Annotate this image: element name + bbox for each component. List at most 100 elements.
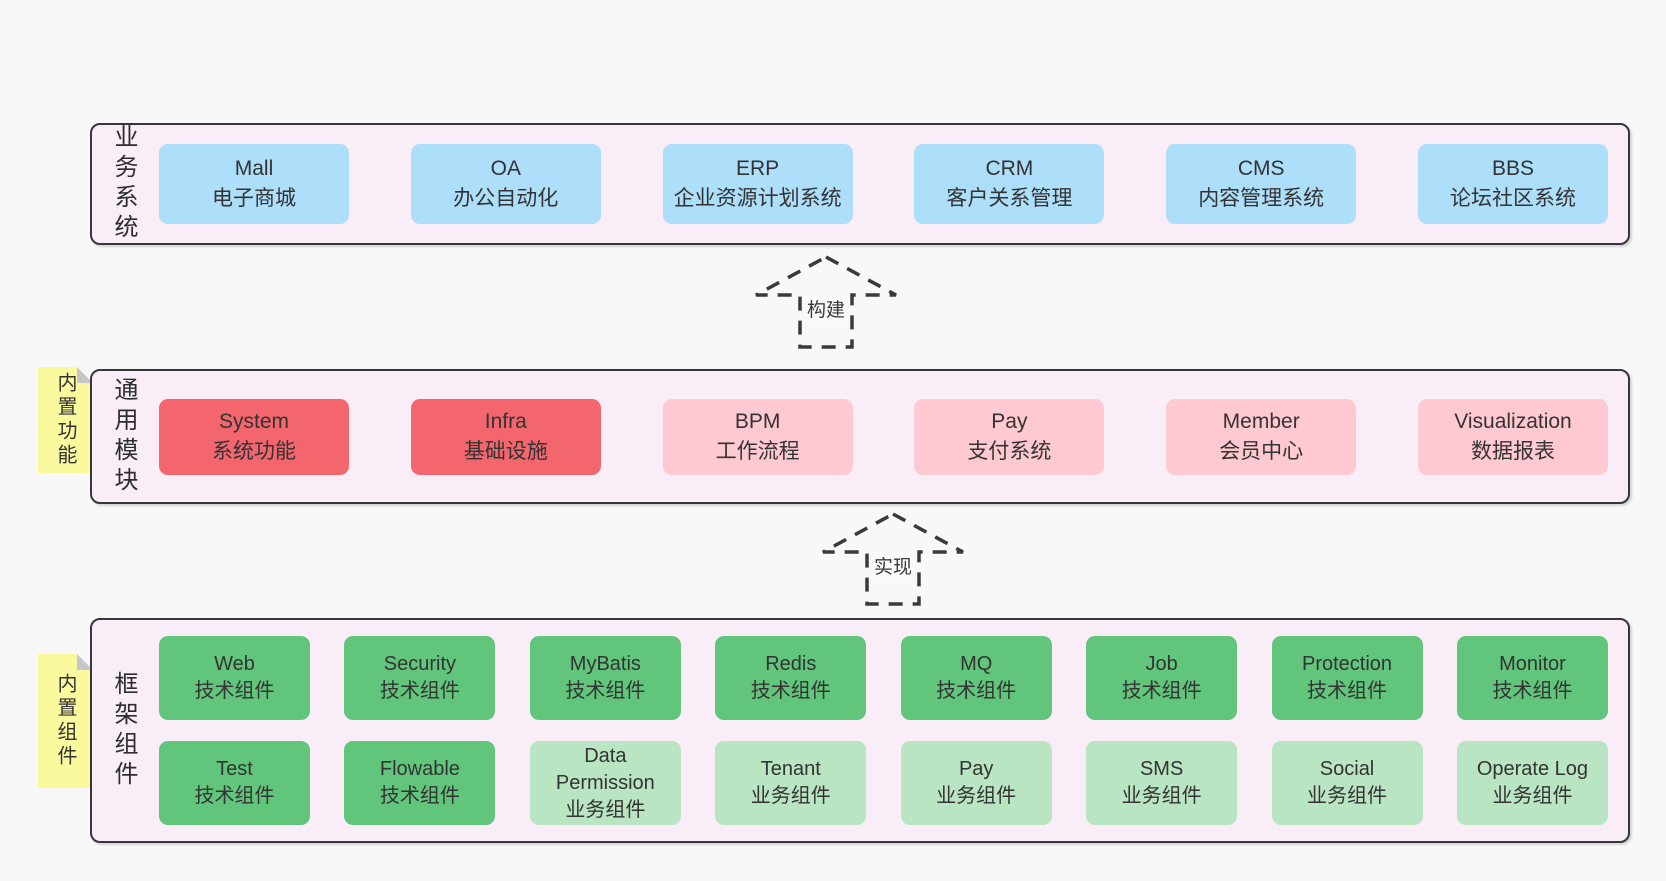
box-oa: OA 办公自动化 xyxy=(410,144,601,224)
box-flowable: Flowable 技术组件 xyxy=(344,741,496,825)
box-security: Security 技术组件 xyxy=(344,636,496,720)
box-subtitle: 技术组件 xyxy=(750,680,831,702)
box-subtitle: 业务组件 xyxy=(750,785,831,807)
sticky-note-built-in-features: 内置功能 xyxy=(38,367,93,473)
sticky-note-text: 内置组件 xyxy=(54,673,76,769)
arrow-implement: 实现 xyxy=(818,511,968,608)
arrow-build-label: 构建 xyxy=(802,294,850,323)
box-job: Job 技术组件 xyxy=(1086,636,1238,720)
box-title: SMS xyxy=(1139,758,1184,780)
box-title: CRM xyxy=(985,157,1034,181)
box-subtitle: 会员中心 xyxy=(1219,439,1304,463)
box-title: Social xyxy=(1319,758,1375,780)
framework-components-grid: Web 技术组件 Security 技术组件 MyBatis 技术组件 Redi… xyxy=(159,636,1608,825)
box-title: BPM xyxy=(734,409,781,433)
box-title: Job xyxy=(1145,653,1178,675)
box-subtitle: 技术组件 xyxy=(379,680,460,702)
box-title: Pay xyxy=(991,409,1028,433)
box-subtitle: 业务组件 xyxy=(1307,785,1388,807)
box-title: ERP xyxy=(736,157,780,181)
box-subtitle: 业务组件 xyxy=(936,785,1017,807)
box-title: Pay xyxy=(958,758,994,780)
box-title: CMS xyxy=(1237,157,1285,181)
box-subtitle: 系统功能 xyxy=(212,439,296,463)
box-subtitle: 技术组件 xyxy=(565,680,646,702)
box-subtitle: 论坛社区系统 xyxy=(1449,187,1576,210)
box-visualization: Visualization 数据报表 xyxy=(1417,398,1608,475)
box-title: Infra xyxy=(484,409,527,433)
arrow-implement-label: 实现 xyxy=(869,551,917,580)
up-arrow-dashed-icon xyxy=(822,512,964,606)
box-pay-component: Pay 业务组件 xyxy=(900,741,1052,825)
box-title: System xyxy=(218,409,289,433)
box-title: OA xyxy=(490,157,521,181)
box-subtitle: 数据报表 xyxy=(1470,439,1555,463)
box-title: Operate Log xyxy=(1476,758,1589,780)
box-title: Test xyxy=(216,758,253,780)
box-subtitle: 企业资源计划系统 xyxy=(673,187,842,210)
box-subtitle: 工作流程 xyxy=(715,439,800,463)
box-title: Flowable xyxy=(379,758,460,780)
box-subtitle: 办公自动化 xyxy=(453,187,559,210)
box-title: Security xyxy=(383,653,457,675)
box-subtitle: 业务组件 xyxy=(1492,785,1573,807)
box-sms: SMS 业务组件 xyxy=(1086,741,1238,825)
box-erp: ERP 企业资源计划系统 xyxy=(662,144,853,224)
box-system: System 系统功能 xyxy=(159,398,349,475)
box-pay-system: Pay 支付系统 xyxy=(914,398,1105,475)
box-title: Monitor xyxy=(1499,653,1566,675)
framework-row-1: Web 技术组件 Security 技术组件 MyBatis 技术组件 Redi… xyxy=(159,636,1608,720)
common-modules-layer: 通用模块 System 系统功能 Infra 基础设施 BPM 工作流程 Pay… xyxy=(90,369,1630,504)
box-cms: CMS 内容管理系统 xyxy=(1166,144,1357,224)
box-social: Social 业务组件 xyxy=(1271,741,1423,825)
box-title: BBS xyxy=(1491,157,1534,181)
box-bbs: BBS 论坛社区系统 xyxy=(1417,144,1608,224)
box-title: Member xyxy=(1222,409,1300,433)
box-title: Data Permission xyxy=(555,744,655,794)
box-mybatis: MyBatis 技术组件 xyxy=(529,636,681,720)
box-web: Web 技术组件 xyxy=(159,636,310,720)
common-modules-row: System 系统功能 Infra 基础设施 BPM 工作流程 Pay 支付系统… xyxy=(159,398,1608,475)
box-member: Member 会员中心 xyxy=(1166,398,1357,475)
box-title: Protection xyxy=(1302,653,1393,675)
box-subtitle: 技术组件 xyxy=(936,680,1017,702)
box-tenant: Tenant 业务组件 xyxy=(715,741,867,825)
box-subtitle: 业务组件 xyxy=(565,798,646,821)
framework-components-layer-label: 框架组件 xyxy=(110,670,137,791)
box-title: Tenant xyxy=(760,758,821,780)
box-subtitle: 电子商城 xyxy=(212,187,296,210)
box-subtitle: 业务组件 xyxy=(1121,785,1202,807)
framework-components-layer: 框架组件 Web 技术组件 Security 技术组件 MyBatis 技术组件… xyxy=(90,618,1630,843)
box-subtitle: 技术组件 xyxy=(194,785,275,807)
box-title: Web xyxy=(214,653,255,675)
box-subtitle: 内容管理系统 xyxy=(1198,187,1325,210)
box-subtitle: 技术组件 xyxy=(1307,680,1388,702)
sticky-note-built-in-components: 内置组件 xyxy=(38,654,93,788)
framework-row-2: Test 技术组件 Flowable 技术组件 Data Permission … xyxy=(159,741,1608,825)
box-bpm: BPM 工作流程 xyxy=(662,398,853,475)
box-title: MQ xyxy=(960,653,993,675)
box-subtitle: 客户关系管理 xyxy=(946,187,1073,210)
box-title: Redis xyxy=(765,653,817,675)
box-mq: MQ 技术组件 xyxy=(900,636,1052,720)
box-infra: Infra 基础设施 xyxy=(410,398,601,475)
box-redis: Redis 技术组件 xyxy=(715,636,867,720)
box-protection: Protection 技术组件 xyxy=(1271,636,1423,720)
box-title: Visualization xyxy=(1454,409,1572,433)
box-test: Test 技术组件 xyxy=(159,741,310,825)
box-crm: CRM 客户关系管理 xyxy=(914,144,1105,224)
box-subtitle: 技术组件 xyxy=(194,680,275,702)
business-systems-layer-label: 业务系统 xyxy=(110,124,137,244)
box-subtitle: 基础设施 xyxy=(463,439,548,463)
business-systems-layer: 业务系统 Mall 电子商城 OA 办公自动化 ERP 企业资源计划系统 CRM… xyxy=(90,123,1630,245)
box-subtitle: 技术组件 xyxy=(1121,680,1202,702)
box-title: MyBatis xyxy=(569,653,641,675)
box-subtitle: 技术组件 xyxy=(379,785,460,807)
arrow-build: 构建 xyxy=(751,254,901,351)
box-title: Mall xyxy=(234,157,274,181)
box-data-permission: Data Permission 业务组件 xyxy=(529,741,681,825)
business-systems-row: Mall 电子商城 OA 办公自动化 ERP 企业资源计划系统 CRM 客户关系… xyxy=(159,144,1608,224)
box-mall: Mall 电子商城 xyxy=(159,144,349,224)
sticky-note-text: 内置功能 xyxy=(54,372,76,468)
